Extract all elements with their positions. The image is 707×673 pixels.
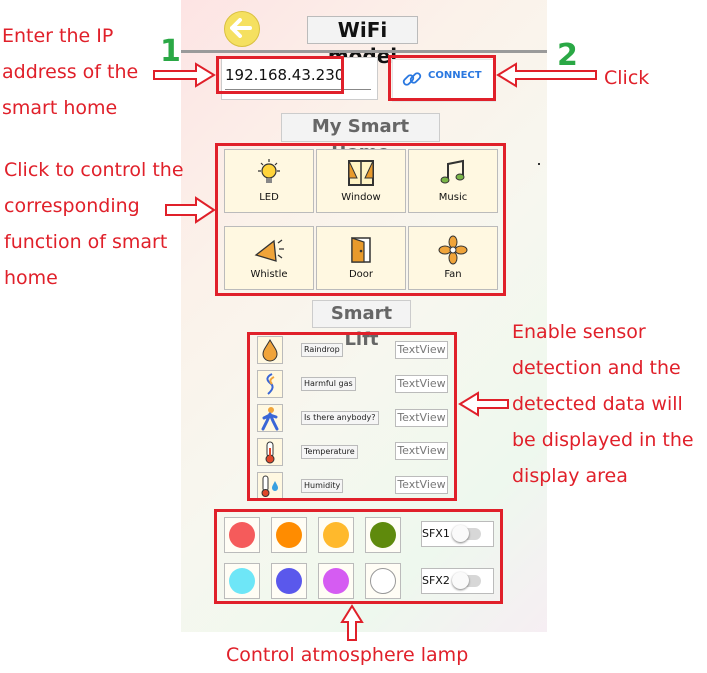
annotation-control: Click to control the corresponding funct…: [4, 152, 184, 296]
sensor-gas-value: TextView: [395, 375, 448, 393]
arrow-to-lamp: [340, 604, 364, 641]
tile-music[interactable]: Music: [408, 149, 498, 213]
lamp-color-swatch: [276, 568, 302, 594]
step-2-number: 2: [557, 38, 578, 73]
highlight-sensors: [247, 332, 457, 501]
annotation-ip-line: address of the: [2, 61, 139, 83]
sensor-temperature-label: Temperature: [301, 445, 358, 459]
connect-label: CONNECT: [428, 70, 482, 81]
music-icon: [440, 159, 465, 184]
humidity-icon: [261, 475, 278, 497]
lamp-color-white[interactable]: [365, 563, 401, 599]
highlight-connect: [388, 55, 496, 101]
annotation-click: Click: [604, 67, 650, 89]
door-icon: [351, 237, 371, 263]
lamp-color-cyan[interactable]: [224, 563, 260, 599]
sensor-temperature-icon-box: [257, 438, 283, 466]
arrow-to-ip: [153, 62, 216, 88]
raindrop-icon: [262, 338, 278, 362]
lamp-color-swatch: [276, 522, 302, 548]
horn-icon: [254, 239, 284, 262]
annotation-sensors-line: Enable sensor: [512, 321, 646, 343]
thermometer-icon: [265, 441, 275, 464]
sensor-person-label: Is there anybody?: [301, 411, 379, 425]
tile-whistle[interactable]: Whistle: [224, 226, 314, 290]
lamp-color-swatch: [370, 522, 396, 548]
connect-button[interactable]: [392, 59, 496, 102]
sensor-gas-label: Harmful gas: [301, 377, 356, 391]
fan-icon: [438, 235, 468, 265]
sensor-humidity-icon-box: [257, 472, 283, 500]
annotation-control-line: Click to control the: [4, 159, 184, 181]
arrow-to-tiles: [165, 196, 216, 224]
lamp-color-red[interactable]: [224, 517, 260, 553]
lamp-color-orange[interactable]: [271, 517, 307, 553]
dot-marker: [538, 163, 540, 165]
tile-fan-label: Fan: [444, 269, 462, 280]
gas-icon: [266, 373, 275, 395]
lamp-color-swatch: [370, 568, 396, 594]
person-icon: [261, 407, 279, 431]
annotation-control-line: corresponding: [4, 195, 140, 217]
lamp-color-swatch: [323, 568, 349, 594]
annotation-ip: Enter the IP address of the smart home: [2, 18, 138, 126]
tile-music-label: Music: [438, 192, 468, 203]
lamp-color-yellow[interactable]: [318, 517, 354, 553]
arrow-from-click: [496, 62, 597, 88]
tile-window-label: Window: [341, 192, 381, 203]
sfx2-label: SFX2: [422, 574, 450, 587]
tile-door[interactable]: Door: [316, 226, 406, 290]
lamp-color-swatch: [323, 522, 349, 548]
sensor-raindrop-label: Raindrop: [301, 343, 343, 357]
lamp-color-swatch: [229, 522, 255, 548]
sensor-gas-icon-box: [257, 370, 283, 398]
back-arrow-icon: [230, 18, 252, 38]
ip-input-underline: [225, 89, 371, 90]
lamp-color-green[interactable]: [365, 517, 401, 553]
highlight-home-tiles: [215, 143, 506, 296]
annotation-sensors: Enable sensor detection and the detected…: [512, 314, 694, 494]
sensor-humidity-value: TextView: [395, 476, 448, 494]
sfx1-toggle[interactable]: [452, 525, 481, 542]
annotation-sensors-line: be displayed in the: [512, 429, 694, 451]
annotation-control-line: function of smart: [4, 231, 168, 253]
sfx2-toggle[interactable]: [452, 572, 481, 589]
lamp-color-blue[interactable]: [271, 563, 307, 599]
annotation-control-line: home: [4, 267, 58, 289]
sensor-humidity-label: Humidity: [301, 479, 344, 493]
sfx1-switch[interactable]: SFX1: [421, 521, 494, 547]
annotation-sensors-line: display area: [512, 465, 628, 487]
back-button[interactable]: [224, 11, 260, 47]
arrow-to-sensors: [458, 391, 509, 417]
step-1-number: 1: [160, 34, 181, 69]
highlight-lamp: [214, 509, 503, 604]
annotation-sensors-line: detection and the: [512, 357, 681, 379]
sensor-temperature-value: TextView: [395, 442, 448, 460]
annotation-lamp: Control atmosphere lamp: [226, 644, 469, 666]
bulb-icon: [258, 159, 280, 183]
sensor-raindrop-value: TextView: [395, 341, 448, 359]
tile-door-label: Door: [348, 269, 374, 280]
link-icon: [402, 72, 422, 86]
window-icon: [348, 160, 374, 186]
tile-window[interactable]: Window: [316, 149, 406, 213]
title-divider: [181, 50, 547, 53]
lamp-color-swatch: [229, 568, 255, 594]
tile-led-label: LED: [259, 192, 279, 203]
highlight-ip: [216, 56, 344, 94]
tile-led[interactable]: LED: [224, 149, 314, 213]
lamp-color-purple[interactable]: [318, 563, 354, 599]
sfx2-switch[interactable]: SFX2: [421, 568, 494, 594]
ip-input[interactable]: 192.168.43.230: [225, 66, 345, 84]
sensor-person-icon-box: [257, 404, 283, 432]
tile-whistle-label: Whistle: [250, 269, 288, 280]
sensor-person-value: TextView: [395, 409, 448, 427]
annotation-ip-line: smart home: [2, 97, 118, 119]
sensor-raindrop-icon-box: [257, 336, 283, 364]
annotation-sensors-line: detected data will: [512, 393, 683, 415]
tile-fan[interactable]: Fan: [408, 226, 498, 290]
sfx1-label: SFX1: [422, 527, 450, 540]
annotation-ip-line: Enter the IP: [2, 25, 114, 47]
